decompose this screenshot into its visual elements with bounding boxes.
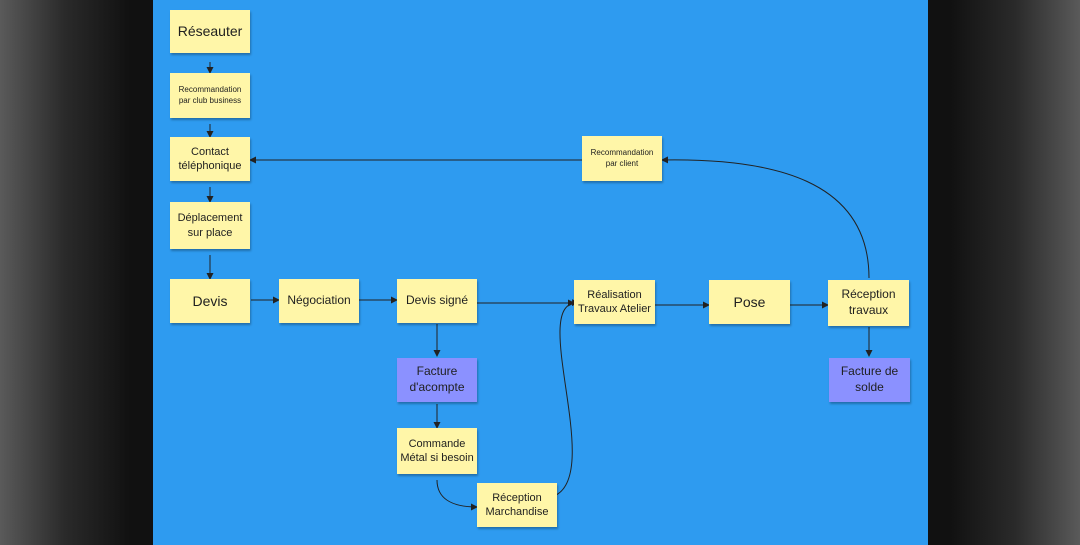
note-facture-de-solde[interactable]: Facture de solde [829, 358, 910, 402]
note-pose[interactable]: Pose [709, 280, 790, 324]
note-devis-signe[interactable]: Devis signé [397, 279, 477, 323]
note-facture-acompte[interactable]: Facture d'acompte [397, 358, 477, 402]
note-contact-telephonique[interactable]: Contact téléphonique [170, 137, 250, 181]
arrow-commande-to-reception-marchandise [436, 479, 478, 511]
note-reception-marchandise[interactable]: Réception Marchandise [477, 483, 557, 527]
note-reception-travaux[interactable]: Réception travaux [828, 280, 909, 326]
note-recommandation-club[interactable]: Recommandation par club business [170, 73, 250, 118]
note-devis[interactable]: Devis [170, 279, 250, 323]
note-negociation[interactable]: Négociation [279, 279, 359, 323]
note-recommandation-client[interactable]: Recommandation par client [582, 136, 662, 181]
note-realisation-travaux-atelier[interactable]: Réalisation Travaux Atelier [574, 280, 655, 324]
note-deplacement-sur-place[interactable]: Déplacement sur place [170, 202, 250, 249]
arrow-reception-travaux-to-recommandation-client [661, 156, 870, 279]
note-commande-metal[interactable]: Commande Métal si besoin [397, 428, 477, 474]
arrow-reception-marchandise-to-realisation [555, 299, 579, 496]
connector-layer [206, 62, 873, 511]
note-reseauter[interactable]: Réseauter [170, 10, 250, 53]
flow-board: Réseauter Recommandation par club busine… [153, 0, 928, 545]
